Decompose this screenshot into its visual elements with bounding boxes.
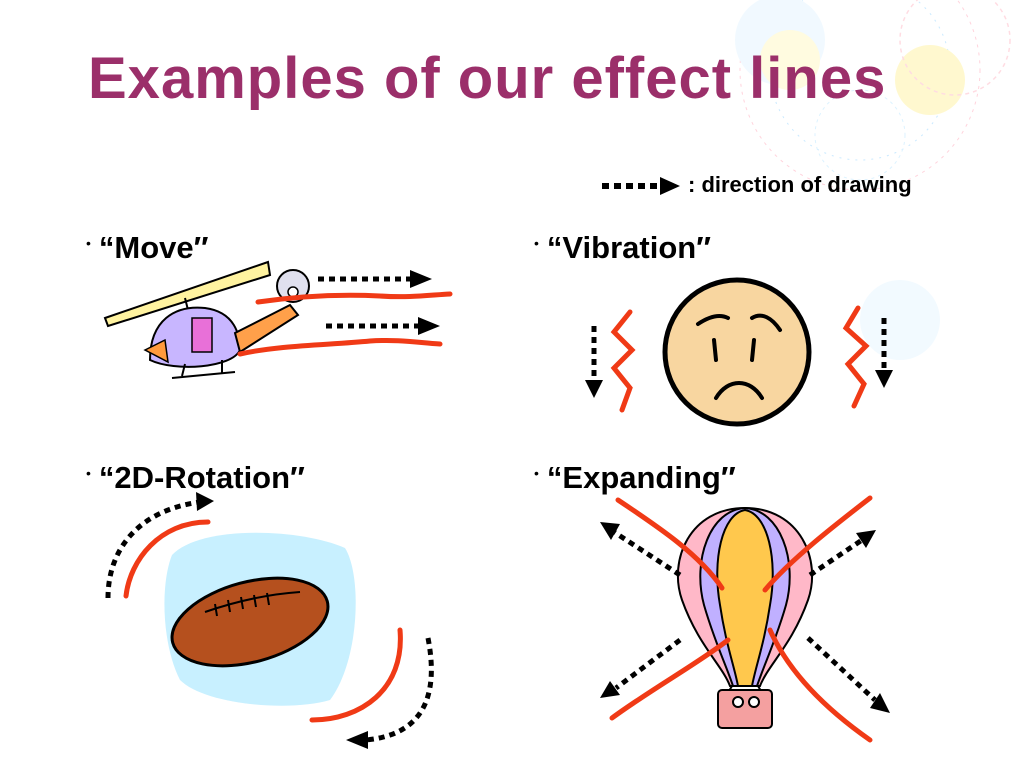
move-effect-lines [237, 291, 453, 357]
helicopter-illustration [103, 260, 310, 379]
legend: : direction of drawing [598, 170, 1018, 202]
legend-text: : direction of drawing [688, 172, 912, 197]
bullet: • [534, 465, 539, 481]
item-label: “Expanding″ [546, 460, 736, 495]
hot-air-balloon-illustration [677, 506, 813, 729]
fireworks-decoration [735, 0, 1011, 360]
bullet: • [534, 235, 539, 251]
vibration-direction-arrows [585, 318, 893, 398]
rotation-effect-lines [123, 519, 403, 723]
slide-title: Examples of our effect lines [88, 46, 887, 111]
item-vibration: • “Vibration″ [534, 230, 711, 266]
item-label: “2D-Rotation″ [98, 460, 305, 495]
worried-face-illustration [662, 277, 812, 427]
dotted-arrow-icon [602, 177, 680, 195]
expanding-direction-arrows [600, 522, 890, 713]
expanding-effect-lines [609, 495, 873, 743]
football-illustration [164, 532, 356, 706]
move-direction-arrows [318, 270, 440, 335]
rotation-direction-arrows [105, 492, 434, 749]
item-label: “Move″ [98, 230, 209, 265]
bullet: • [86, 465, 91, 481]
item-2d-rotation: • “2D-Rotation″ [86, 460, 305, 496]
bullet: • [86, 235, 91, 251]
vibration-effect-lines [610, 305, 870, 413]
item-label: “Vibration″ [546, 230, 712, 265]
item-move: • “Move″ [86, 230, 209, 266]
item-expanding: • “Expanding″ [534, 460, 736, 496]
